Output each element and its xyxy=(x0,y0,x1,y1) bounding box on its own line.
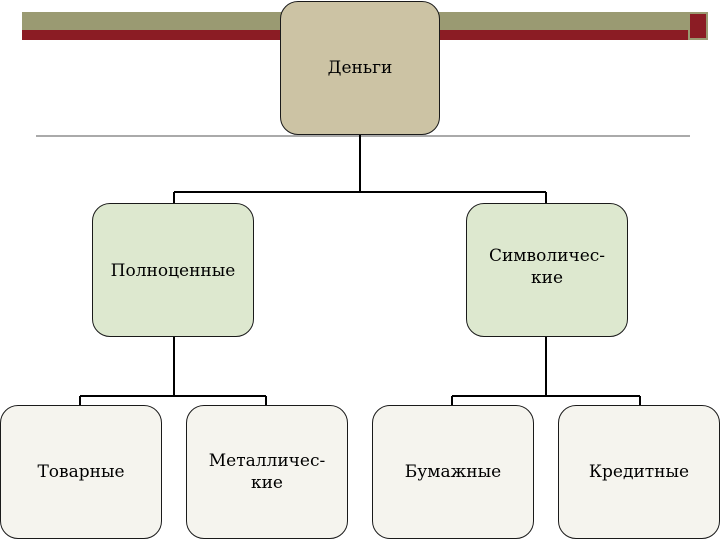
node-metallic: Металличес- кие xyxy=(186,405,348,539)
node-commodity-label: Товарные xyxy=(37,461,125,482)
node-credit: Кредитные xyxy=(558,405,720,539)
node-money-label: Деньги xyxy=(327,57,393,78)
node-money: Деньги xyxy=(280,1,440,135)
node-paper-label: Бумажные xyxy=(404,461,502,482)
node-commodity: Товарные xyxy=(0,405,162,539)
node-metallic-label: Металличес- кие xyxy=(208,450,326,493)
node-full-value: Полноценные xyxy=(92,203,254,337)
node-paper: Бумажные xyxy=(372,405,534,539)
node-full-value-label: Полноценные xyxy=(110,260,236,281)
node-symbolic-label: Символичес- кие xyxy=(488,245,606,288)
node-symbolic: Символичес- кие xyxy=(466,203,628,337)
node-credit-label: Кредитные xyxy=(588,461,690,482)
header-square xyxy=(688,12,708,40)
